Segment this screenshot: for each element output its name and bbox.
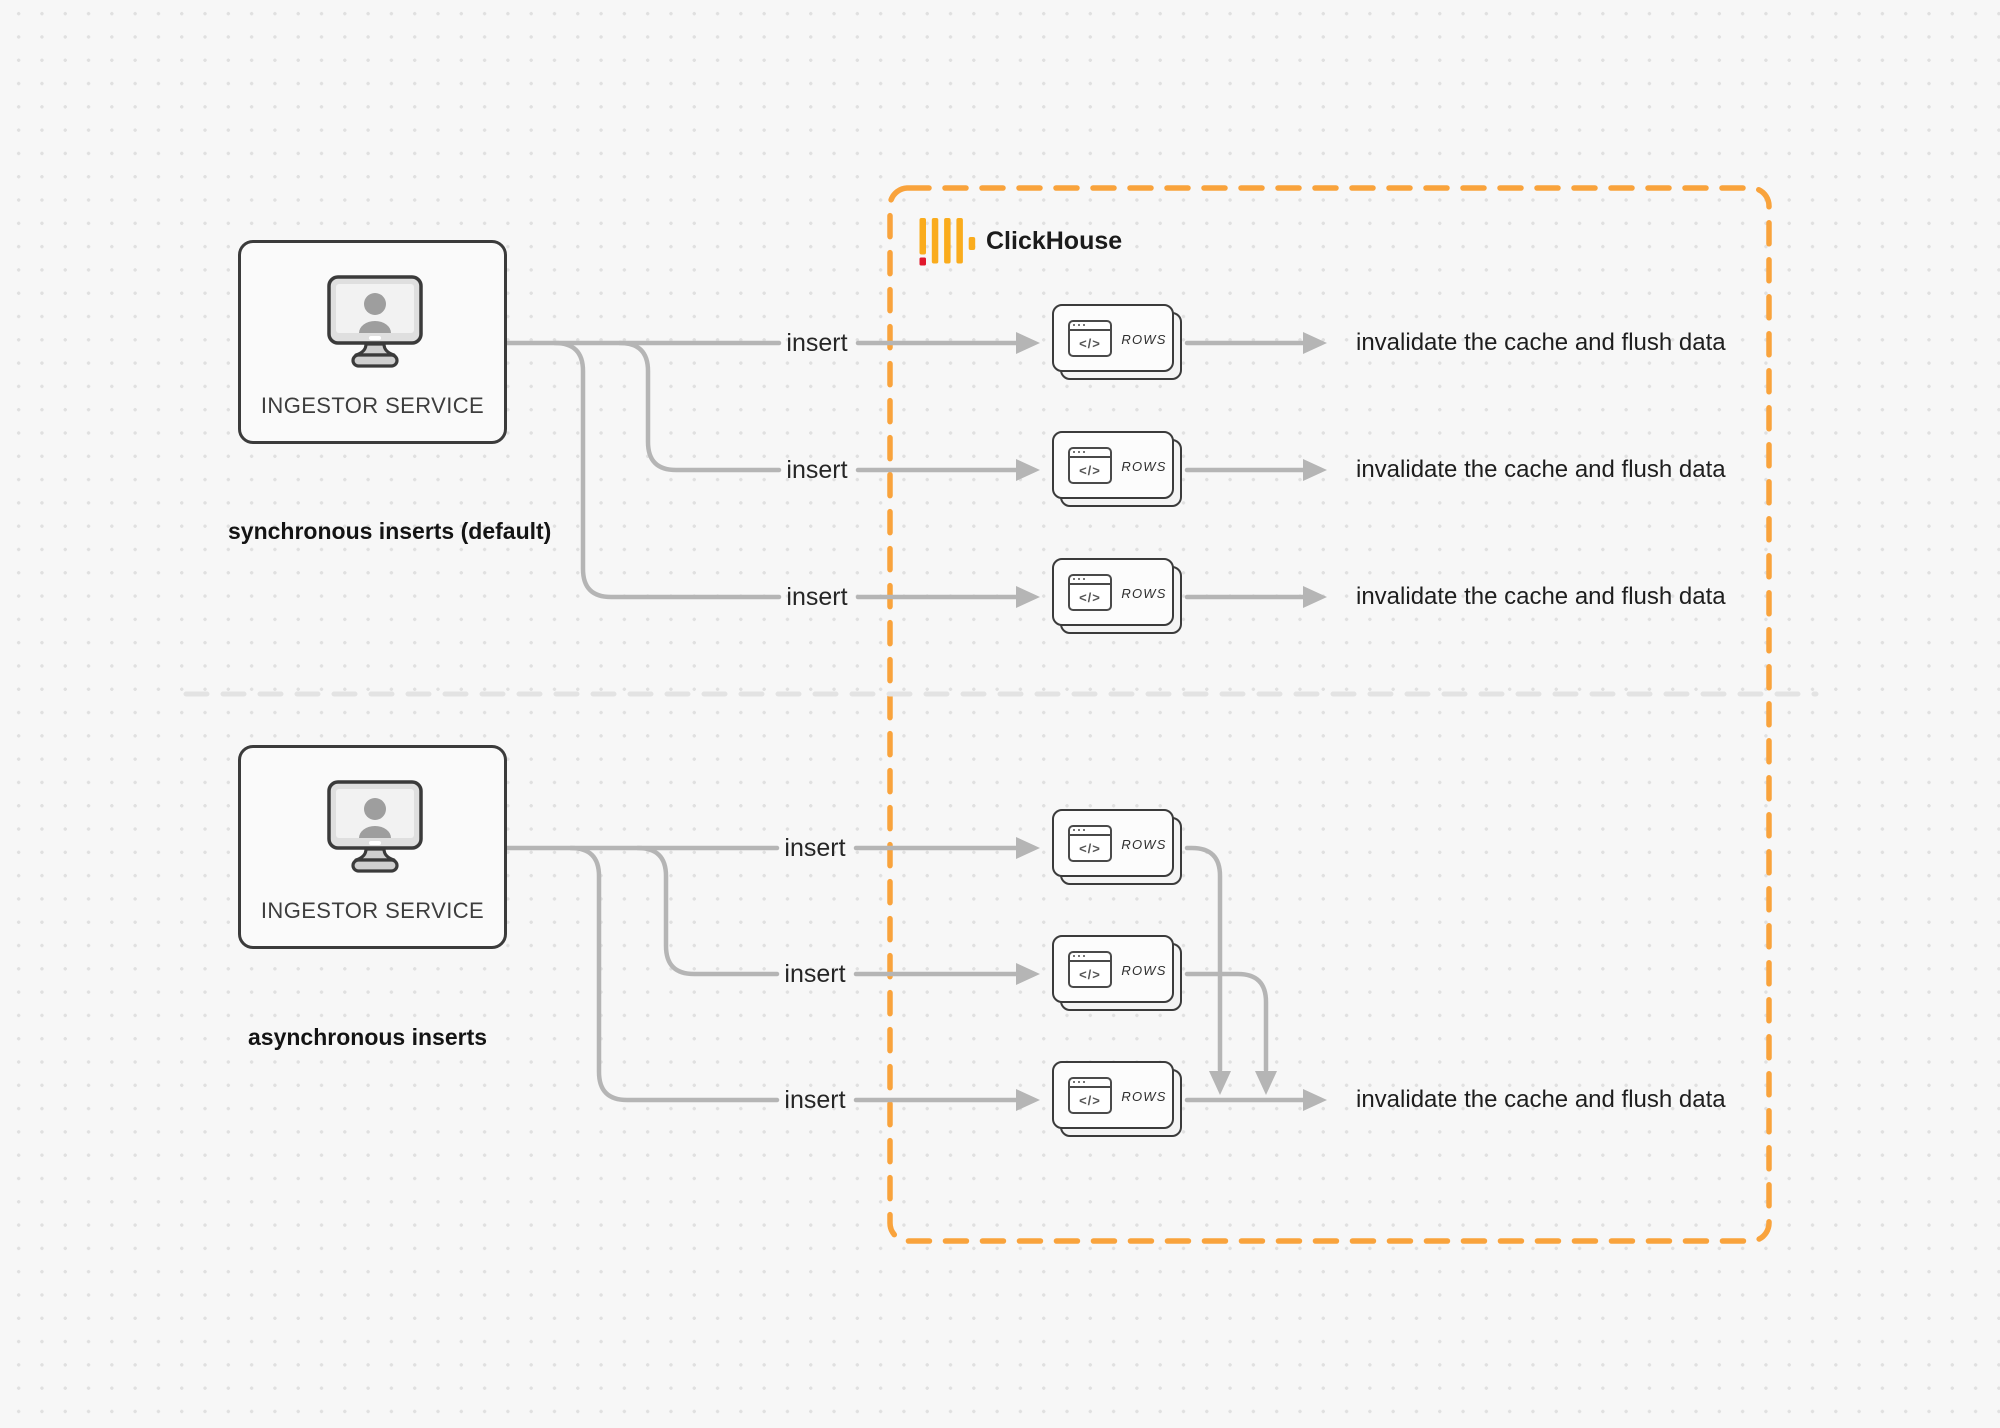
- rows-table-card: </> ROWS: [1052, 935, 1183, 1012]
- ingestor-service-box-sync: INGESTOR SERVICE: [238, 240, 507, 444]
- monitor-user-icon: [327, 780, 423, 873]
- rows-label: ROWS: [1121, 459, 1167, 474]
- clickhouse-title: ClickHouse: [986, 227, 1123, 255]
- rows-card-front: </> ROWS: [1052, 304, 1174, 372]
- ingestor-service-box-async: INGESTOR SERVICE: [238, 745, 507, 949]
- insert-label: insert: [784, 1086, 846, 1114]
- rows-table-card: </> ROWS: [1052, 558, 1183, 635]
- rows-table-card: </> ROWS: [1052, 1061, 1183, 1138]
- rows-table-card: </> ROWS: [1052, 431, 1183, 508]
- rows-table-card: </> ROWS: [1052, 304, 1183, 381]
- insert-label: insert: [784, 960, 846, 988]
- ingestor-service-label: INGESTOR SERVICE: [260, 393, 485, 418]
- invalidate-label: invalidate the cache and flush data: [1356, 329, 1726, 356]
- code-window-icon: </>: [1068, 1077, 1112, 1114]
- code-window-icon: </>: [1068, 447, 1112, 484]
- code-glyph: </>: [1079, 1092, 1101, 1108]
- rows-label: ROWS: [1121, 332, 1167, 347]
- window-titlebar: [1070, 576, 1110, 585]
- rows-card-front: </> ROWS: [1052, 431, 1174, 499]
- monitor-user-icon: [327, 275, 423, 368]
- async-caption: asynchronous inserts: [248, 1024, 488, 1050]
- rows-card-front: </> ROWS: [1052, 809, 1174, 877]
- rows-label: ROWS: [1121, 586, 1167, 601]
- rows-table-card: </> ROWS: [1052, 809, 1183, 886]
- ingestor-service-label: INGESTOR SERVICE: [260, 898, 485, 923]
- window-titlebar: [1070, 449, 1110, 458]
- rows-card-front: </> ROWS: [1052, 1061, 1174, 1129]
- code-glyph: </>: [1079, 462, 1101, 478]
- code-window-icon: </>: [1068, 825, 1112, 862]
- sync-arrowheads: [1016, 332, 1327, 608]
- insert-label: insert: [786, 329, 848, 357]
- window-titlebar: [1070, 322, 1110, 331]
- code-glyph: </>: [1079, 966, 1101, 982]
- clickhouse-boundary: [887, 185, 1772, 1244]
- rows-card-front: </> ROWS: [1052, 558, 1174, 626]
- code-glyph: </>: [1079, 840, 1101, 856]
- code-glyph: </>: [1079, 335, 1101, 351]
- clickhouse-logo-icon: [919, 218, 976, 266]
- code-window-icon: </>: [1068, 320, 1112, 357]
- rows-label: ROWS: [1121, 837, 1167, 852]
- rows-label: ROWS: [1121, 963, 1167, 978]
- async-connectors: [504, 845, 1308, 1103]
- async-arrowheads: [1016, 837, 1327, 1111]
- code-window-icon: </>: [1068, 574, 1112, 611]
- insert-label: insert: [786, 583, 848, 611]
- sync-caption: synchronous inserts (default): [228, 518, 552, 544]
- code-window-icon: </>: [1068, 951, 1112, 988]
- invalidate-label: invalidate the cache and flush data: [1356, 456, 1726, 483]
- window-titlebar: [1070, 827, 1110, 836]
- insert-label: insert: [786, 456, 848, 484]
- code-glyph: </>: [1079, 589, 1101, 605]
- invalidate-label: invalidate the cache and flush data: [1356, 583, 1726, 610]
- rows-label: ROWS: [1121, 1089, 1167, 1104]
- rows-card-front: </> ROWS: [1052, 935, 1174, 1003]
- window-titlebar: [1070, 953, 1110, 962]
- insert-label: insert: [784, 834, 846, 862]
- invalidate-label: invalidate the cache and flush data: [1356, 1086, 1726, 1113]
- sync-connectors: [504, 340, 1308, 600]
- window-titlebar: [1070, 1079, 1110, 1088]
